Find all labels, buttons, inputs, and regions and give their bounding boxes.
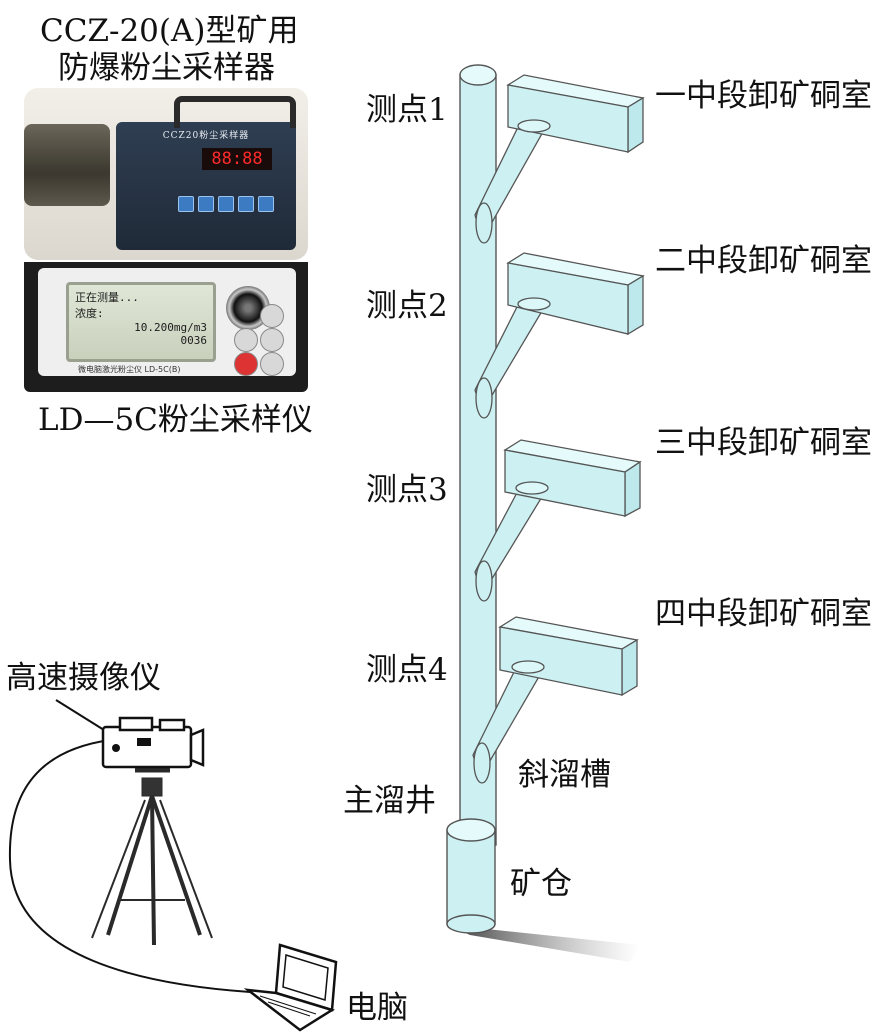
panel-key <box>198 196 214 212</box>
panel-key <box>238 196 254 212</box>
chamber-4-label: 四中段卸矿硐室 <box>655 596 872 632</box>
computer-label: 电脑 <box>346 990 408 1026</box>
ld-lcd-screen: 正在测量... 浓度: 10.200mg/m3 0036 <box>66 282 216 362</box>
panel-display: 88:88 <box>202 148 272 170</box>
lcd-line: 0036 <box>180 334 208 347</box>
high-speed-camera-icon <box>101 716 205 769</box>
data-cable <box>8 739 251 993</box>
panel-key <box>258 196 274 212</box>
chute-label: 斜溜槽 <box>518 757 611 793</box>
ore-bin-label: 矿仓 <box>510 866 572 902</box>
camera-label: 高速摄像仪 <box>6 660 161 696</box>
button <box>260 328 284 352</box>
button <box>260 352 284 376</box>
measuring-point-2-label: 测点2 <box>366 288 448 324</box>
panel-title: CCZ20粉尘采样器 <box>162 131 250 141</box>
laptop-icon <box>243 943 338 1032</box>
ground-shadow <box>448 925 640 962</box>
unloading-chamber-2 <box>474 252 645 419</box>
panel-key <box>178 196 194 212</box>
panel-key <box>218 196 234 212</box>
lcd-line: 正在测量... <box>75 291 139 304</box>
ld-device-body: 正在测量... 浓度: 10.200mg/m3 0036 微电脑激光粉尘仪 LD… <box>38 268 296 376</box>
button <box>234 328 258 352</box>
sampler-control-panel: CCZ20粉尘采样器 88:88 <box>116 122 296 250</box>
lcd-line: 10.200mg/m3 <box>134 321 207 334</box>
chamber-3-label: 三中段卸矿硐室 <box>655 425 872 461</box>
power-button <box>234 352 258 376</box>
ld5c-sampler-image: 正在测量... 浓度: 10.200mg/m3 0036 微电脑激光粉尘仪 LD… <box>24 262 308 392</box>
button <box>260 304 284 328</box>
ccz20-sampler-image: CCZ20粉尘采样器 88:88 <box>24 88 308 260</box>
measuring-point-3-label: 测点3 <box>366 472 448 508</box>
tripod <box>91 767 213 946</box>
ld-title: LD—5C粉尘采样仪 <box>38 402 313 438</box>
carry-handle <box>174 96 296 128</box>
lcd-line: 浓度: <box>75 307 104 320</box>
measuring-point-4-label: 测点4 <box>366 652 448 688</box>
ore-bin <box>446 818 496 934</box>
ccz-title-line1: CCZ-20(A)型矿用 <box>40 13 299 49</box>
main-shaft-label: 主溜井 <box>343 783 436 819</box>
chamber-1-label: 一中段卸矿硐室 <box>655 78 872 114</box>
unloading-chamber-1 <box>474 74 645 244</box>
camera-pointer-line <box>55 699 105 731</box>
sampler-cylinder <box>24 124 110 206</box>
unloading-chamber-4 <box>472 616 639 784</box>
ccz-title-line2: 防爆粉尘采样器 <box>58 50 275 86</box>
measuring-point-1-label: 测点1 <box>366 92 448 128</box>
model-text: 微电脑激光粉尘仪 LD-5C(B) <box>78 365 181 374</box>
chamber-2-label: 二中段卸矿硐室 <box>655 243 872 279</box>
unloading-chamber-3 <box>474 439 642 602</box>
